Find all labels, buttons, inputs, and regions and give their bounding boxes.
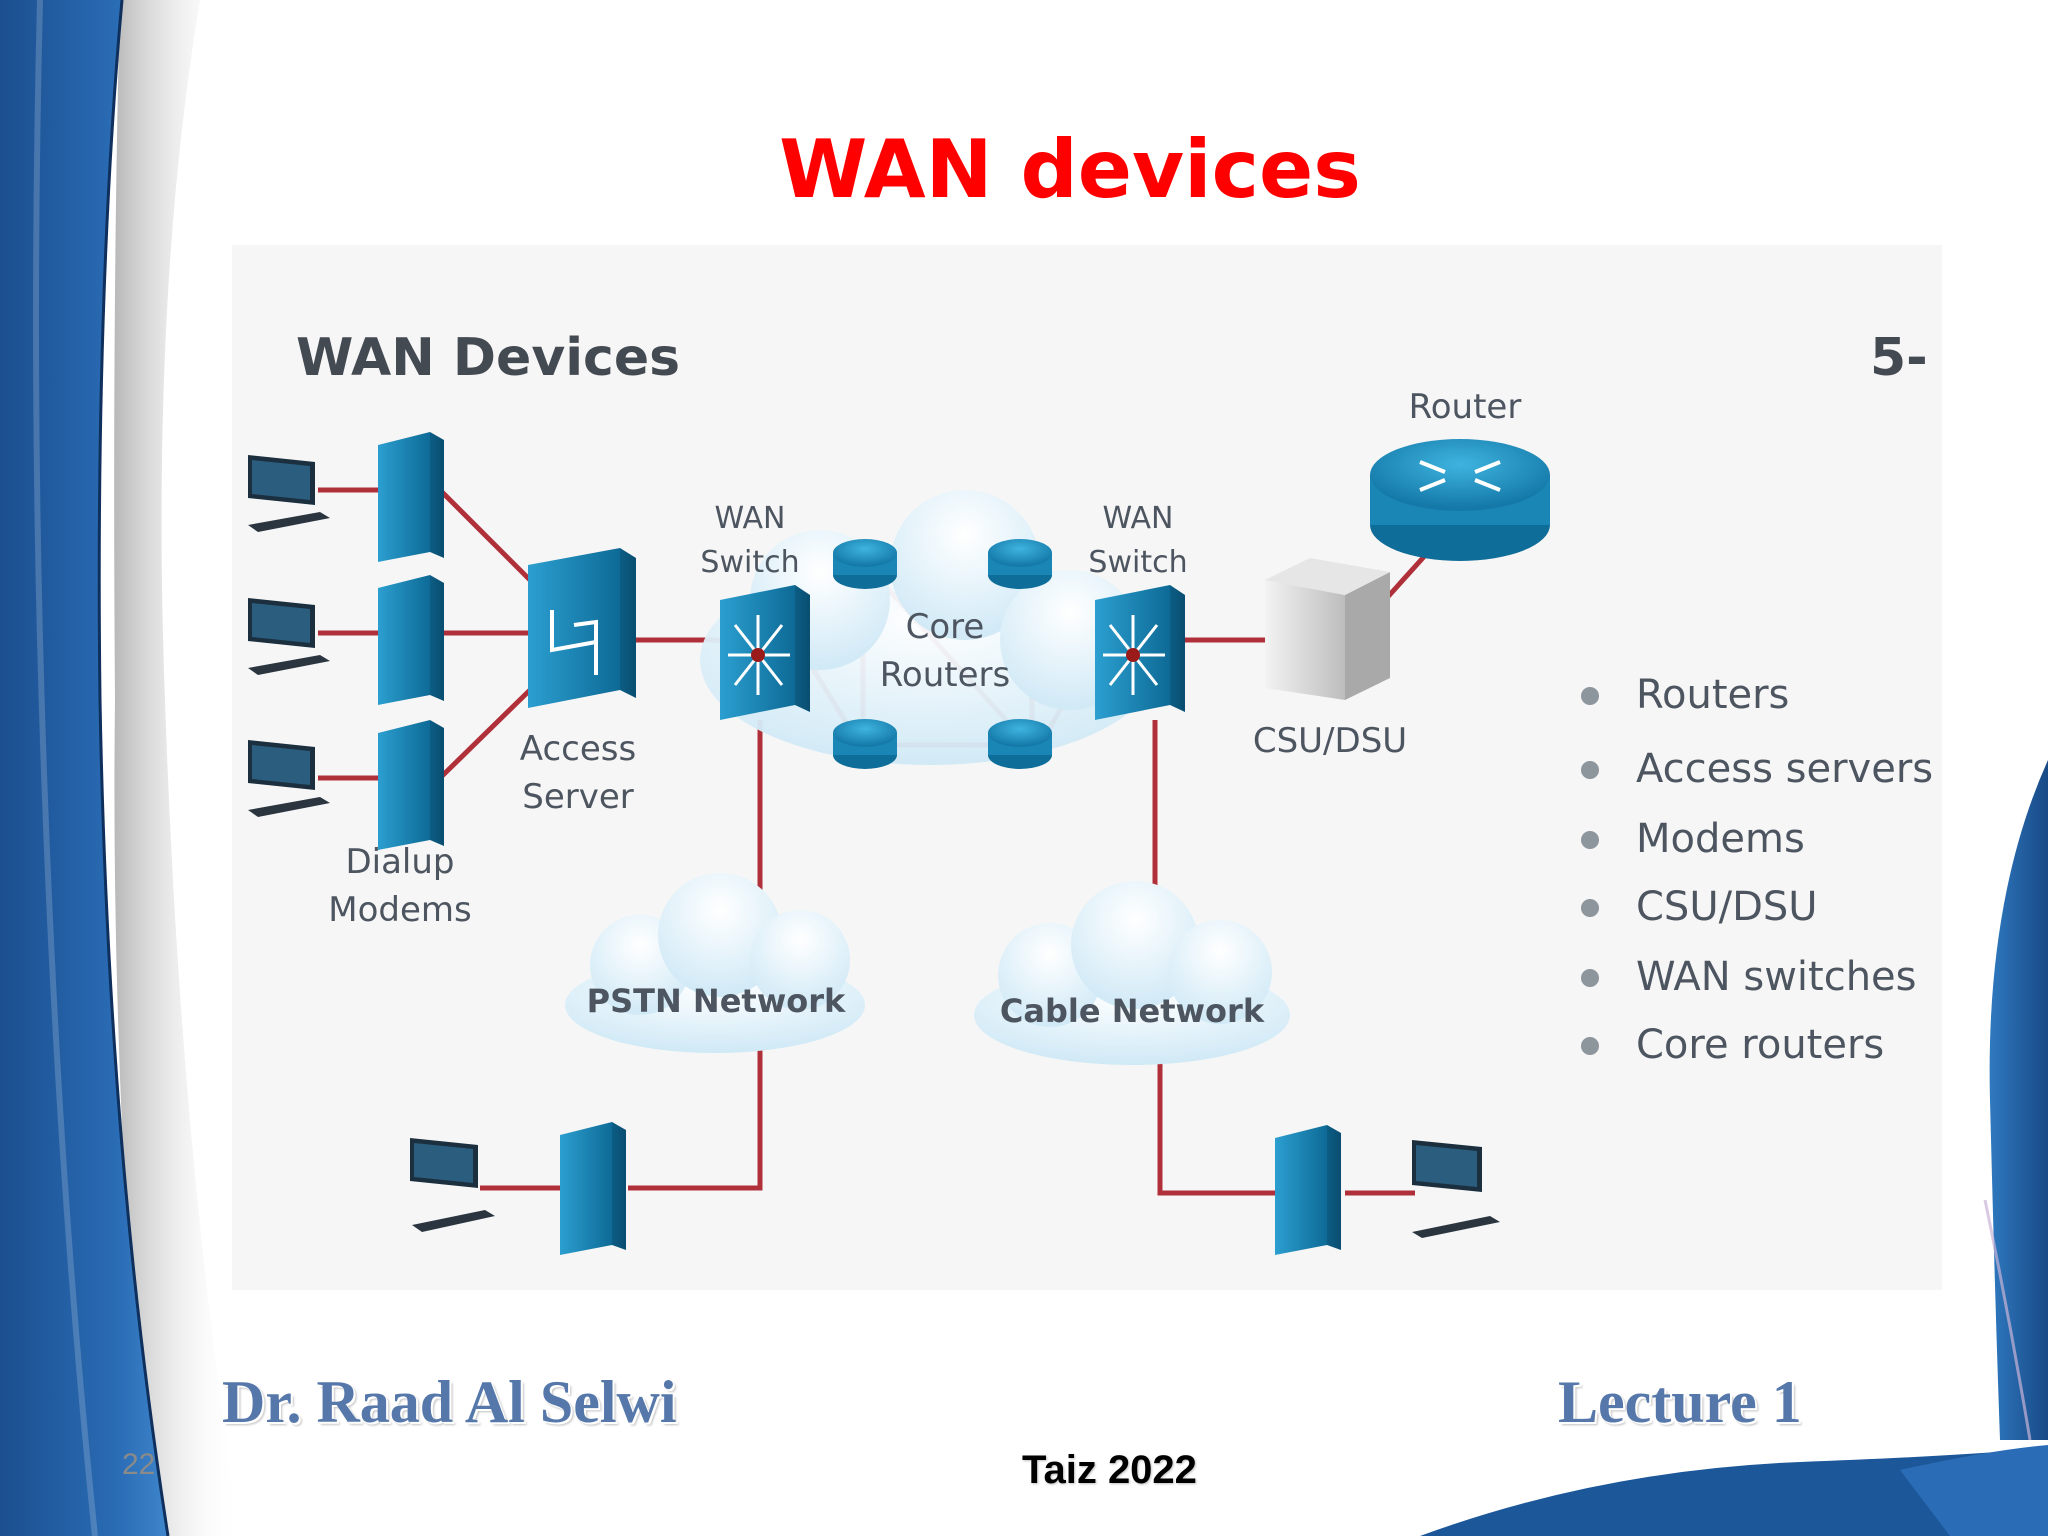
bullet-dot-icon [1581,899,1599,917]
author-name: Dr. Raad Al Selwi [222,1369,677,1435]
pc-icon [248,455,330,532]
pc-icon [1412,1140,1500,1238]
modem-icon [378,720,444,850]
core-router-icon [833,719,897,769]
diagram-image-panel [232,245,1942,1290]
access-server-icon [528,548,636,708]
modem-icon [560,1122,626,1255]
router-icon [1370,439,1550,561]
bullet-item: Core routers [1581,1022,1884,1068]
core-router-icon [988,539,1052,589]
dialup-modems-label-line2: Modems [328,890,471,930]
core-routers-label-line1: Core [906,607,985,647]
svg-text:Access servers: Access servers [1636,746,1933,792]
core-router-icon [833,539,897,589]
wan-switch-icon [720,585,810,720]
lecture-label: Lecture 1 [1558,1369,1802,1435]
slide-number: 22 [122,1448,156,1481]
modem-icon [378,575,444,705]
diagram-heading: WAN Devices [296,328,680,388]
bullet-item: WAN switches [1581,954,1917,1000]
wan-switch-right-label-line1: WAN [1103,501,1174,536]
csu-dsu-label: CSU/DSU [1253,721,1407,761]
svg-text:WAN switches: WAN switches [1636,954,1917,1000]
pc-icon [410,1138,495,1232]
bullet-dot-icon [1581,831,1599,849]
pstn-network-label: PSTN Network [587,982,846,1020]
bullet-dot-icon [1581,969,1599,987]
wan-switch-left-label-line2: Switch [700,545,799,580]
cable-network-label: Cable Network [1000,992,1265,1030]
footer-location-year: Taiz 2022 [1022,1448,1197,1492]
bullet-dot-icon [1581,1037,1599,1055]
wan-switch-icon [1095,585,1185,720]
wan-switch-left-label-line1: WAN [715,501,786,536]
cable-cloud-icon [974,881,1290,1065]
svg-text:CSU/DSU: CSU/DSU [1636,884,1818,930]
wan-switch-right-label-line2: Switch [1088,545,1187,580]
slide-title: WAN devices [779,123,1361,216]
diagram-corner-label: 5- [1870,328,1928,388]
svg-text:Modems: Modems [1636,816,1805,862]
core-routers-label-line2: Routers [880,655,1010,695]
modem-icon [378,432,444,562]
svg-text:Routers: Routers [1636,672,1789,718]
csu-dsu-icon [1265,558,1390,700]
device-bullet-list: Routers Access servers Modems CSU/DSU WA… [1581,672,1933,1068]
svg-text:Core routers: Core routers [1636,1022,1884,1068]
bullet-dot-icon [1581,761,1599,779]
bullet-item: CSU/DSU [1581,884,1818,930]
bullet-item: Access servers [1581,746,1933,792]
access-server-label-line2: Server [522,777,634,817]
bullet-dot-icon [1581,687,1599,705]
core-router-icon [988,719,1052,769]
wan-devices-diagram: WAN Devices 5- [248,328,1933,1255]
pc-icon [248,598,330,675]
access-server-label-line1: Access [520,729,636,769]
pstn-cloud-icon [565,873,865,1053]
pc-icon [248,740,330,817]
bullet-item: Routers [1581,672,1789,718]
router-label: Router [1409,387,1522,427]
modem-icon [1275,1125,1341,1255]
bullet-item: Modems [1581,816,1805,862]
dialup-modems-label-line1: Dialup [345,842,454,882]
